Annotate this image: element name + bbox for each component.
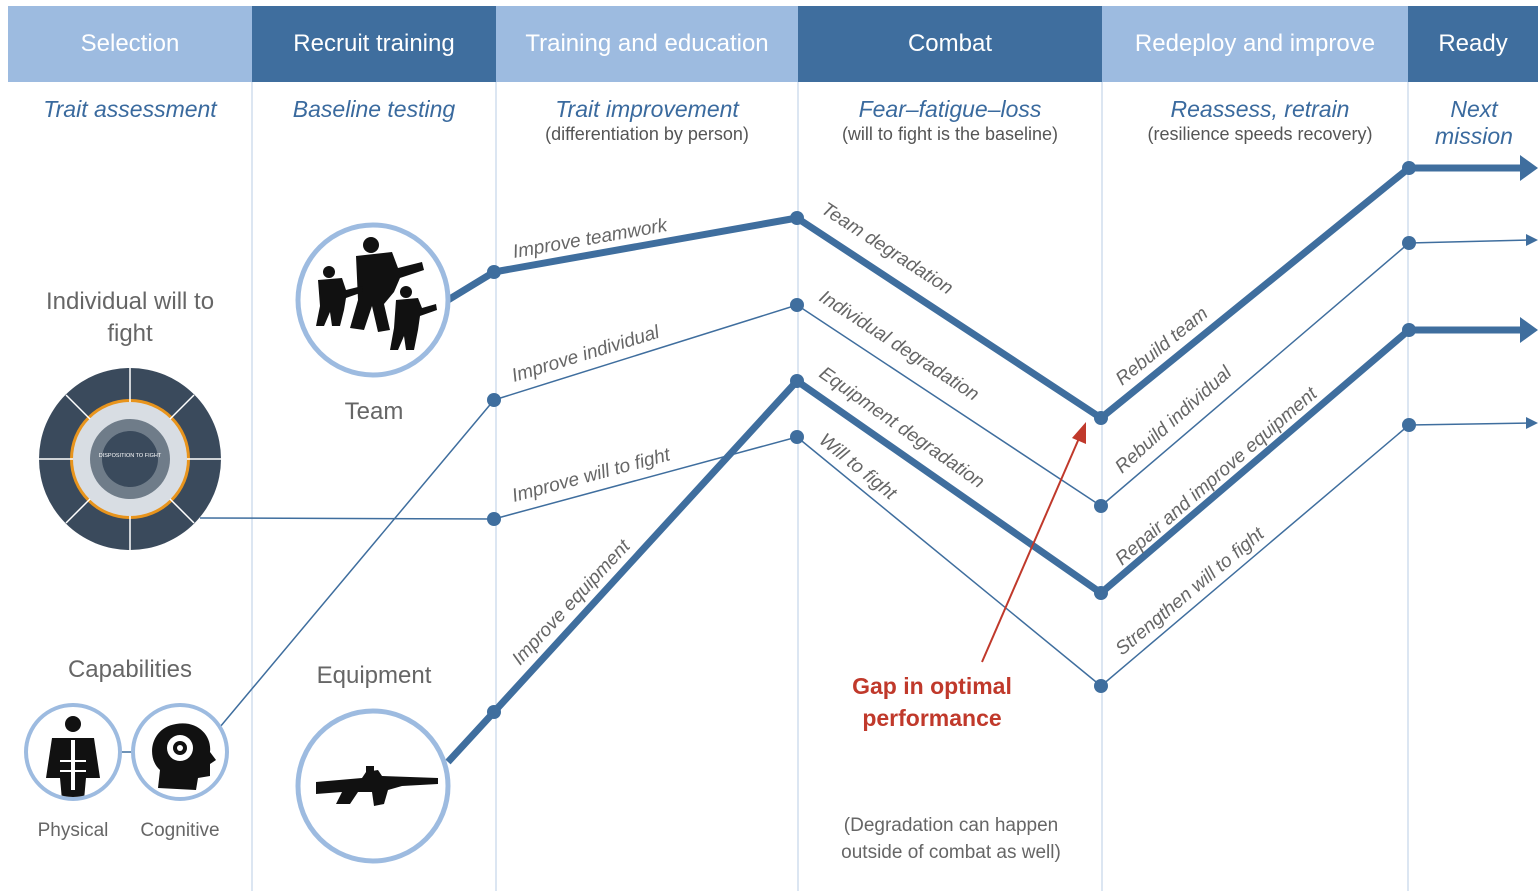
will-to-fight-path xyxy=(199,422,1531,687)
header-recruit-training: Recruit training xyxy=(252,6,496,82)
gap-arrow xyxy=(981,422,1086,663)
physical-label: Physical xyxy=(37,820,109,841)
node xyxy=(1094,411,1108,425)
node xyxy=(790,298,804,312)
team-circle xyxy=(295,222,451,378)
node xyxy=(1402,236,1416,250)
subheader-main: Trait improvement xyxy=(555,96,739,122)
subheader-main: Reassess, retrain xyxy=(1170,96,1350,122)
header-ready: Ready xyxy=(1408,6,1538,82)
node xyxy=(1402,161,1416,175)
subheader-trait-improvement: Trait improvement (differentiation by pe… xyxy=(496,96,798,145)
brain-gear-icon xyxy=(152,723,216,790)
node xyxy=(790,430,804,444)
node xyxy=(790,374,804,388)
rifle-icon xyxy=(316,766,438,806)
gap-callout: Gap in optimal performance xyxy=(852,673,1012,731)
node xyxy=(1094,679,1108,693)
cognitive-label: Cognitive xyxy=(140,820,220,841)
node xyxy=(487,265,501,279)
subheader-note: (resilience speeds recovery) xyxy=(1147,124,1373,144)
human-back-icon xyxy=(46,716,100,797)
team-arrowhead xyxy=(1520,155,1538,181)
header-redeploy-improve: Redeploy and improve xyxy=(1102,6,1408,82)
subheader-next-mission: Next mission xyxy=(1418,96,1530,150)
subheader-reassess-retrain: Reassess, retrain (resilience speeds rec… xyxy=(1102,96,1418,145)
physical-circle xyxy=(24,703,122,801)
arrowheads xyxy=(1520,155,1538,429)
subheader-fear-fatigue-loss: Fear–fatigue–loss (will to fight is the … xyxy=(798,96,1102,145)
subheader-baseline-testing: Baseline testing xyxy=(252,96,496,123)
node xyxy=(487,393,501,407)
equipment-label: Equipment xyxy=(316,662,432,689)
node xyxy=(1094,499,1108,513)
path-nodes xyxy=(487,161,1416,719)
node xyxy=(1094,586,1108,600)
header-combat: Combat xyxy=(798,6,1102,82)
node xyxy=(790,211,804,225)
capabilities-label: Capabilities xyxy=(67,656,193,683)
team-path xyxy=(446,164,1522,422)
equipment-circle xyxy=(295,708,451,864)
subheader-note: (will to fight is the baseline) xyxy=(841,124,1059,144)
node xyxy=(1402,418,1416,432)
equipment-arrowhead xyxy=(1520,317,1538,343)
cognitive-circle xyxy=(131,703,229,801)
node xyxy=(1402,323,1416,337)
node xyxy=(487,705,501,719)
individual-arrowhead xyxy=(1526,234,1538,246)
soldier-silhouette-icon xyxy=(316,266,363,326)
subheader-trait-assessment: Trait assessment xyxy=(8,96,252,123)
label-repair-equipment: Repair and improve equipment xyxy=(1112,383,1322,570)
header-training-education: Training and education xyxy=(496,6,798,82)
individual-path xyxy=(219,239,1531,728)
label-improve-will: Improve will to fight xyxy=(510,444,673,507)
subheader-main: Trait assessment xyxy=(43,96,217,122)
soldier-silhouette-icon xyxy=(350,237,424,332)
subheader-note: (differentiation by person) xyxy=(545,124,749,144)
header-selection: Selection xyxy=(8,6,252,82)
disposition-wheel: DISPOSITION TO FIGHT xyxy=(39,368,221,550)
individual-will-label: Individual will to fight xyxy=(45,288,215,347)
label-rebuild-team: Rebuild team xyxy=(1112,303,1212,390)
subheader-main: Fear–fatigue–loss xyxy=(858,96,1042,122)
will-arrowhead xyxy=(1526,417,1538,429)
soldier-silhouette-icon xyxy=(390,286,437,350)
subheader-main: Baseline testing xyxy=(292,96,456,122)
degradation-note: (Degradation can happen outside of comba… xyxy=(841,815,1061,863)
label-improve-equipment: Improve equipment xyxy=(508,536,635,670)
node xyxy=(487,512,501,526)
team-label: Team xyxy=(344,398,404,425)
wheel-center-label: DISPOSITION TO FIGHT xyxy=(99,453,162,459)
subheader-main: Next mission xyxy=(1435,96,1513,149)
equipment-path xyxy=(445,326,1522,765)
